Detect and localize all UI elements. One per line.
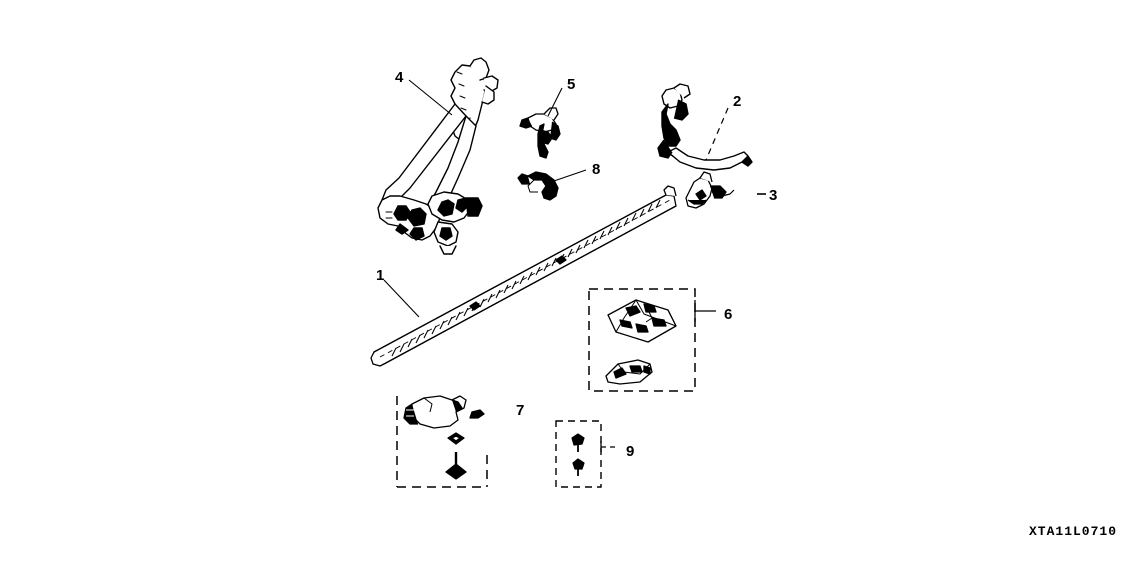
part-3-bracket [685, 171, 735, 209]
leader-line-6 [694, 300, 716, 322]
part-9-screw [571, 433, 585, 452]
part-5-pivot-clip [519, 107, 561, 159]
callout-label-2: 2 [733, 93, 742, 110]
callout-label-8: 8 [592, 161, 601, 178]
part-2-lever-arm [657, 83, 753, 171]
leader-line-9 [600, 441, 618, 452]
callout-label-1: 1 [376, 267, 385, 284]
part-4-wiper-arm-assembly [377, 57, 499, 255]
group-box-6 [588, 288, 696, 392]
part-7-grommet [445, 452, 467, 480]
group-box-9 [555, 420, 602, 488]
callout-label-4: 4 [395, 69, 404, 86]
callout-label-3: 3 [769, 187, 778, 204]
part-6-cover-plate [607, 299, 677, 343]
leader-line-5 [547, 87, 563, 117]
diagram-code-label: XTA11L0710 [1028, 524, 1117, 539]
callout-label-6: 6 [724, 306, 733, 323]
part-7-washer [447, 432, 465, 445]
group-box-7 [396, 396, 488, 488]
part-9-nut [572, 458, 585, 476]
callout-label-5: 5 [567, 76, 576, 93]
leader-line-1 [383, 279, 420, 318]
part-8-hook-clip [517, 171, 559, 201]
callout-label-7: 7 [516, 402, 525, 419]
leader-line-4 [408, 79, 453, 116]
part-6-clip [605, 359, 653, 385]
callout-label-9: 9 [626, 443, 635, 460]
part-7-nozzle [403, 395, 485, 429]
leader-line-8 [550, 169, 587, 183]
part-1-wiper-blade-rail [370, 185, 677, 367]
leader-line-2 [705, 107, 729, 161]
